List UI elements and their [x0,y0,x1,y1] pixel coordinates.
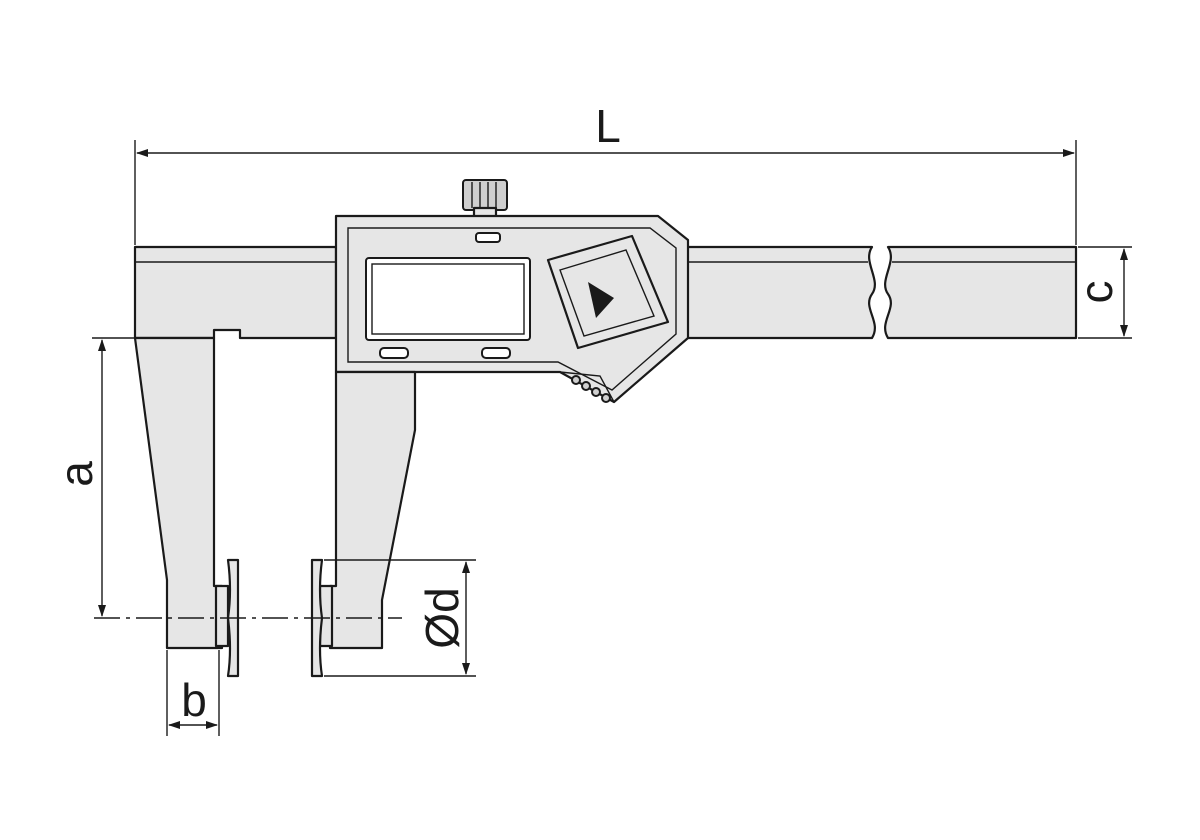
dimension-L: L [134,100,1077,245]
dimension-a: a [50,337,214,617]
label-c: c [1070,281,1122,304]
label-L: L [595,100,621,152]
lcd-display [365,257,531,341]
play-triangle-icon [588,282,614,318]
sliding-jaw [328,370,417,650]
small-button-right [481,347,511,359]
label-a: a [50,461,102,487]
label-b: b [181,674,207,726]
caliper-beam [133,245,1078,340]
dimension-b: b [166,650,220,736]
small-button-left [379,347,409,359]
dimension-c: c [1070,246,1132,339]
fixed-jaw [133,336,224,650]
dimension-d: Ød [324,559,476,677]
slider-head [334,179,690,404]
lock-screw-knob [462,179,508,211]
fixed-jaw-disc [214,558,240,678]
label-d: Ød [416,587,468,648]
